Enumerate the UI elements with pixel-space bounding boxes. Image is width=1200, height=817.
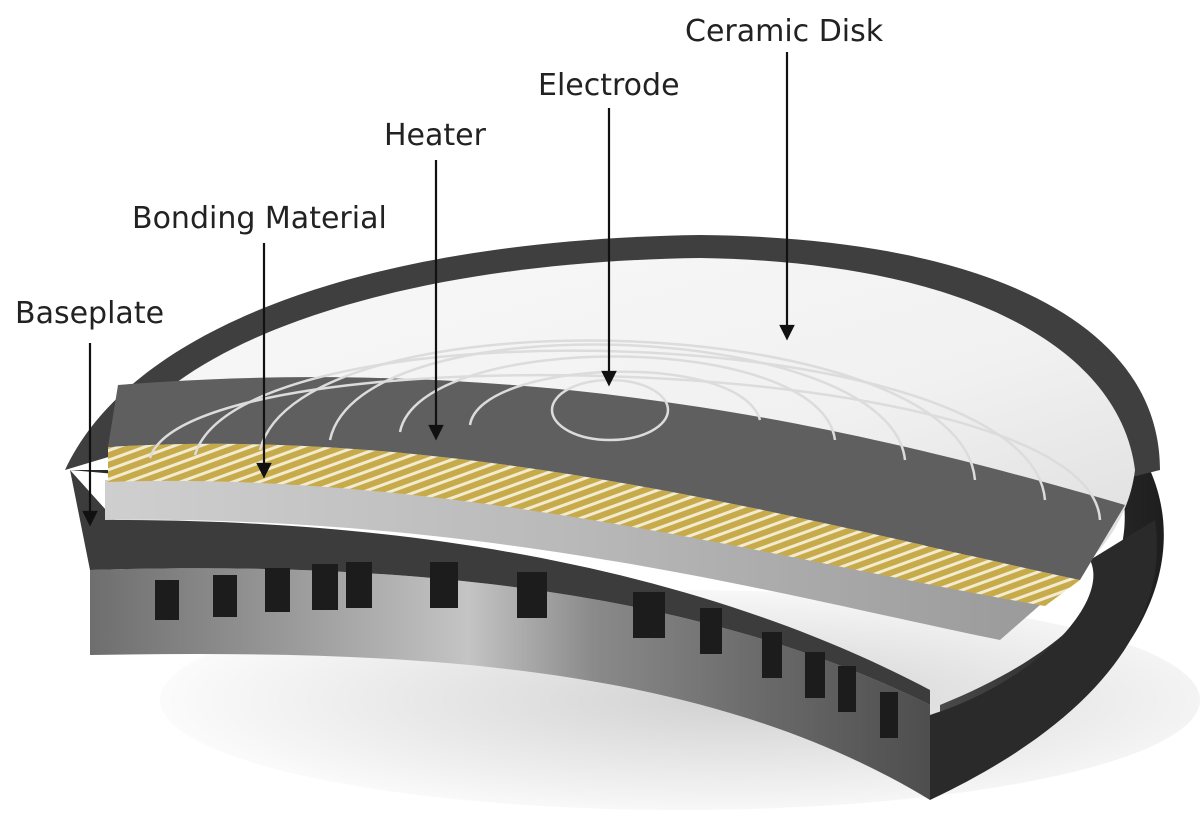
arrowhead-bonding-material (256, 462, 272, 479)
arrowhead-electrode (601, 370, 617, 387)
label-ceramic-disk: Ceramic Disk (685, 14, 884, 49)
label-heater: Heater (384, 118, 486, 153)
arrowhead-heater (428, 424, 444, 441)
bonding-material-layer (105, 479, 1040, 640)
baseplate-cut-face (90, 568, 930, 800)
electrode-band (108, 377, 1125, 580)
label-baseplate: Baseplate (15, 296, 165, 331)
callout-arrows (82, 52, 795, 527)
arrowhead-ceramic-disk (779, 324, 795, 341)
label-electrode: Electrode (538, 68, 680, 103)
label-bonding-material: Bonding Material (132, 201, 387, 236)
electrode-lines (148, 339, 1102, 521)
baseplate-top-ring (65, 235, 1160, 480)
heater-layer (108, 443, 1080, 606)
baseplate-cut-top-edge (70, 470, 930, 705)
cooling-channels (155, 562, 898, 738)
arrowhead-baseplate (82, 510, 98, 527)
